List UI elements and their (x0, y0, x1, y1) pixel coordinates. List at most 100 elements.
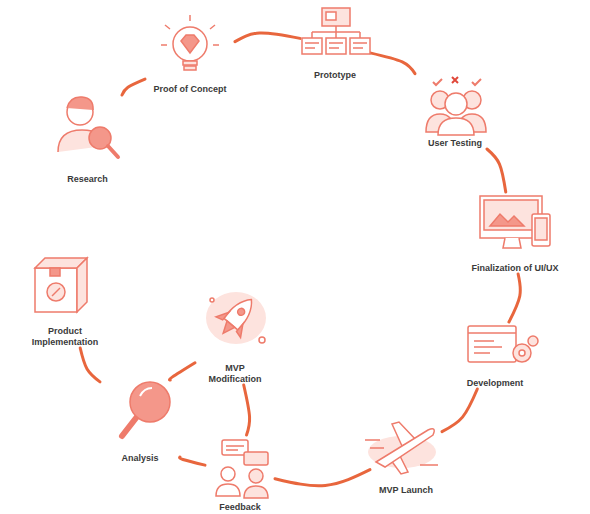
proof-of-concept-icon (161, 44, 167, 46)
analysis-icon (122, 382, 170, 436)
step-label: Research (67, 174, 108, 185)
feedback-icon (221, 467, 235, 481)
development-icon (468, 326, 516, 362)
mvp-modification-icon (216, 308, 248, 338)
cycle-connector (180, 457, 205, 465)
user-testing-icon (438, 118, 474, 135)
proof-of-concept-icon (183, 61, 197, 65)
cycle-connector (275, 470, 370, 486)
cycle-connector (235, 33, 300, 42)
step-label: Analysis (121, 453, 158, 464)
feedback-icon (244, 452, 268, 465)
analysis-icon (122, 418, 136, 436)
proof-of-concept-icon (184, 66, 196, 70)
product-implementation-icon (35, 268, 77, 312)
finalization-icon (484, 200, 538, 230)
feedback-icon (249, 469, 263, 483)
product-implementation-icon (52, 288, 60, 296)
finalization-icon (490, 214, 524, 226)
user-testing-icon (426, 77, 486, 135)
user-testing-icon (433, 79, 442, 85)
feedback-icon (244, 486, 268, 498)
mvp-launch-icon (365, 422, 438, 474)
process-step: Development (455, 322, 535, 389)
product-implementation-icon (77, 258, 87, 312)
proof-of-concept-icon (181, 35, 199, 53)
step-label: MVP Modification (202, 363, 268, 385)
proof-of-concept-icon (210, 25, 215, 29)
process-step: MVP Modification (195, 290, 275, 385)
development-icon (513, 344, 531, 362)
user-testing-icon (472, 79, 481, 85)
prototype-icon (326, 12, 336, 20)
product-implementation-icon (50, 268, 60, 276)
step-label: Prototype (314, 70, 356, 81)
process-step: Proof of Concept (145, 20, 235, 95)
cycle-connector (80, 348, 100, 382)
cycle-connector (244, 385, 250, 435)
prototype-icon (326, 38, 346, 54)
feedback-icon (216, 484, 240, 496)
research-icon (108, 146, 118, 157)
user-testing-icon (445, 93, 467, 115)
step-label: Finalization of UI/UX (472, 263, 559, 274)
finalization-icon (480, 196, 550, 248)
feedback-icon (216, 440, 268, 498)
development-icon (468, 332, 516, 334)
cycle-connector (122, 79, 145, 95)
prototype-icon (312, 26, 360, 38)
cycle-connector (169, 363, 195, 380)
step-label: User Testing (428, 138, 482, 149)
mvp-modification-icon (206, 289, 266, 344)
mvp-modification-icon (210, 298, 214, 302)
user-testing-icon (452, 77, 458, 83)
process-step: MVP Launch (370, 418, 442, 496)
proof-of-concept-icon (161, 15, 219, 70)
prototype-icon (350, 38, 370, 54)
proof-of-concept-icon (165, 25, 170, 29)
process-step: User Testing (415, 72, 495, 149)
prototype-icon (302, 38, 322, 54)
step-label: Development (467, 378, 524, 389)
process-step: Research (50, 95, 125, 185)
mvp-modification-icon (206, 292, 266, 344)
proof-of-concept-icon (213, 44, 219, 46)
mvp-modification-icon (236, 307, 246, 317)
process-step: Product Implementation (15, 255, 115, 348)
mvp-launch-icon (376, 429, 434, 467)
cycle-connector (370, 53, 415, 74)
cycle-connector (487, 149, 506, 192)
analysis-icon (140, 388, 152, 396)
product-implementation-icon (35, 258, 87, 312)
development-icon (474, 341, 502, 353)
proof-of-concept-icon (189, 15, 191, 21)
development-icon (528, 336, 538, 346)
prototype-icon (302, 8, 370, 54)
finalization-icon (532, 214, 550, 246)
research-icon (58, 97, 118, 157)
process-step: Finalization of UI/UX (455, 192, 575, 274)
step-label: Product Implementation (28, 326, 103, 348)
mvp-launch-icon (365, 440, 438, 465)
step-label: Feedback (219, 502, 261, 513)
product-implementation-icon (47, 283, 65, 301)
finalization-icon (535, 218, 547, 240)
cycle-connector (442, 389, 477, 432)
feedback-icon (226, 446, 244, 450)
mvp-modification-icon (211, 289, 264, 343)
prototype-icon (305, 43, 367, 48)
prototype-icon (322, 8, 350, 26)
step-label: Proof of Concept (154, 84, 227, 95)
process-step: Analysis (100, 380, 180, 464)
analysis-icon (130, 382, 170, 422)
cycle-connector (509, 274, 520, 322)
mvp-modification-icon (219, 321, 234, 337)
process-step: Feedback (205, 435, 275, 513)
process-step: Prototype (300, 5, 370, 81)
proof-of-concept-icon (173, 27, 207, 61)
mvp-modification-icon (259, 337, 265, 343)
step-label: MVP Launch (379, 485, 433, 496)
finalization-icon (503, 238, 521, 248)
